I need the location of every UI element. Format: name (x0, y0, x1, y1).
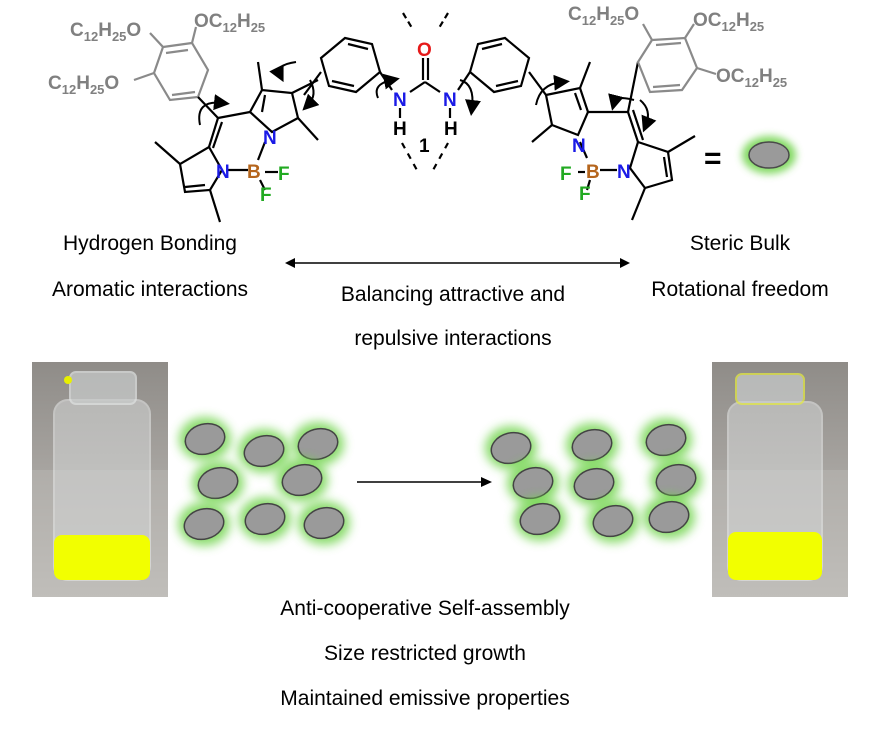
rotation-arrow (459, 79, 481, 116)
rotation-arrow (302, 79, 320, 111)
right-phenyl (457, 36, 547, 96)
disc-molecule (243, 434, 285, 468)
rotation-arrow (535, 74, 570, 106)
left-alkoxy-2: OC12H25 (194, 11, 265, 35)
urea-oxygen: O (417, 40, 432, 61)
disc-molecule (297, 427, 339, 461)
right-boron: B (586, 162, 600, 183)
molecule-structure: C12H25O OC12H25 C12H25O N N B F F (48, 4, 796, 223)
disc-molecule (490, 431, 532, 465)
process-arrow-head (481, 477, 492, 487)
disc-molecule (645, 423, 687, 457)
double-arrow (285, 258, 630, 268)
rotation-arrow (375, 73, 400, 99)
disc-molecule (281, 463, 323, 497)
equals-sign: = (704, 142, 722, 175)
left-fluorine-2: F (260, 185, 272, 206)
right-alkoxy-2: OC12H25 (693, 10, 764, 34)
label-steric-bulk: Steric Bulk (689, 232, 791, 255)
left-fluorine-1: F (278, 164, 290, 185)
urea-bonds (398, 12, 452, 173)
rotation-arrows (198, 61, 657, 133)
label-balancing-2: repulsive interactions (354, 327, 552, 350)
disc-molecule (197, 466, 239, 500)
left-solution (54, 535, 150, 580)
right-fluorine-1: F (560, 164, 572, 185)
disc-molecule (573, 467, 615, 501)
summary-line-2: Size restricted growth (324, 642, 526, 665)
disc-molecule (303, 506, 345, 540)
label-aromatic-interactions: Aromatic interactions (51, 278, 249, 301)
disc-molecule (592, 504, 634, 538)
disc-molecule (571, 428, 613, 462)
left-alkoxy-1: C12H25O (70, 20, 141, 44)
right-n-upper: N (572, 136, 586, 157)
left-bodipy-bonds (154, 61, 319, 223)
summary-line-1: Anti-cooperative Self-assembly (280, 597, 570, 620)
rotation-arrow (269, 61, 297, 83)
left-boron: B (247, 162, 261, 183)
label-rotational-freedom: Rotational freedom (651, 278, 829, 301)
rotation-arrow (608, 93, 635, 111)
rotation-arrow (198, 94, 230, 126)
disc-molecule (648, 500, 690, 534)
urea-h-left: H (393, 119, 407, 140)
disc-molecule (519, 502, 561, 536)
right-alkoxy-3: OC12H25 (716, 66, 787, 90)
rotation-arrow (639, 99, 657, 133)
urea-n-left: N (393, 90, 407, 111)
urea-n-right: N (443, 90, 457, 111)
disc-molecule (183, 507, 225, 541)
right-vial-photo (712, 362, 848, 597)
label-hydrogen-bonding: Hydrogen Bonding (63, 232, 237, 255)
compound-number: 1 (419, 136, 430, 157)
left-n-upper: N (263, 128, 277, 149)
left-gallate-ring (133, 26, 210, 102)
summary-line-3: Maintained emissive properties (280, 687, 570, 710)
right-alkoxy-1: C12H25O (568, 4, 639, 28)
disc-molecule (655, 463, 697, 497)
legend-disc (748, 141, 790, 169)
right-bodipy-bonds (531, 61, 696, 221)
disc-molecule (184, 422, 226, 456)
left-n-lower: N (216, 162, 230, 183)
left-alkoxy-3: C12H25O (48, 73, 119, 97)
right-gallate-ring (636, 23, 717, 94)
right-fluorine-2: F (579, 184, 591, 205)
disc-molecule (244, 502, 286, 536)
left-vial-photo (32, 362, 168, 597)
label-balancing-1: Balancing attractive and (340, 283, 566, 306)
right-n-lower: N (617, 162, 631, 183)
urea-h-right: H (444, 119, 458, 140)
assembly-panel (32, 362, 848, 597)
right-solution (728, 532, 822, 580)
